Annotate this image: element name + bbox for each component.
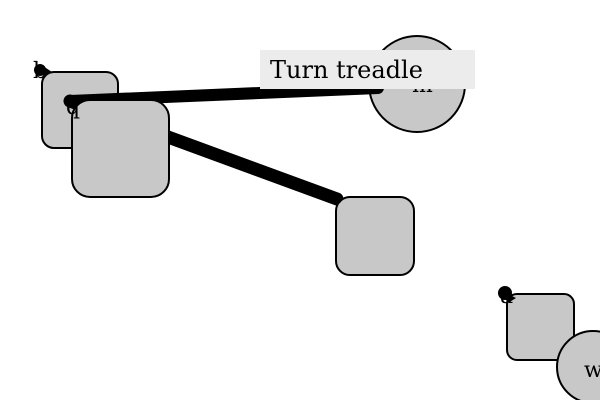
joint-top-left-tail <box>40 64 52 76</box>
node-label-w: w <box>584 358 600 383</box>
node-label-a: a <box>500 284 513 309</box>
node-circle-bottom-right[interactable]: w <box>556 330 600 400</box>
link-b-to-m <box>64 82 384 107</box>
node-rect-bottom-right[interactable] <box>506 293 575 361</box>
tooltip-background <box>260 50 475 89</box>
joint-bottom-right-tail <box>500 290 516 303</box>
node-rect-middle[interactable] <box>335 196 415 276</box>
tooltip: Turn treadle <box>260 50 475 89</box>
tooltip-text: Turn treadle <box>270 56 423 84</box>
node-label-q: q <box>66 95 80 120</box>
node-label-b: b <box>33 59 47 84</box>
joint-link-origin <box>64 95 76 107</box>
node-rect-big-left[interactable] <box>71 99 170 198</box>
joint-middle <box>332 194 342 204</box>
